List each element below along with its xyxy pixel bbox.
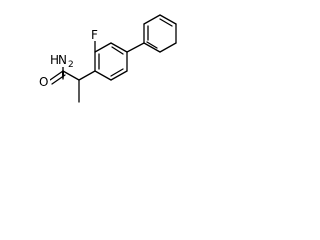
bond (110, 42, 128, 53)
bond (94, 42, 112, 53)
structure-diagram: F N H 2 O (38, 14, 177, 103)
ring-biphenyl-terminal (143, 14, 177, 53)
bond (159, 14, 177, 25)
bond-inner (159, 18, 173, 27)
bond (143, 42, 161, 53)
nitrogen-label: N (58, 53, 67, 67)
bond (110, 70, 128, 81)
bond-ch-carbonyl (62, 70, 80, 81)
bond-inner (110, 68, 124, 77)
amine-h-label: H (50, 53, 59, 67)
bond-c-o-double-1 (49, 70, 64, 81)
bond-ring-ch (78, 70, 96, 81)
bond-c-o-double-2 (51, 74, 66, 85)
ring-fluorophenyl (94, 42, 128, 81)
bond-inner (146, 41, 158, 49)
bond (159, 42, 177, 53)
bond (94, 70, 112, 81)
oxygen-label: O (39, 75, 48, 89)
fluorine-label: F (91, 28, 98, 42)
bond (143, 14, 161, 25)
label-fluorine: F (90, 28, 101, 42)
bond-biaryl (126, 42, 145, 53)
molecule-canvas: F N H 2 O (0, 0, 213, 148)
label-amine: N H 2 (50, 53, 76, 70)
bond-inner (111, 46, 124, 55)
amine-h-count: 2 (68, 60, 74, 70)
label-oxygen: O (38, 75, 50, 89)
